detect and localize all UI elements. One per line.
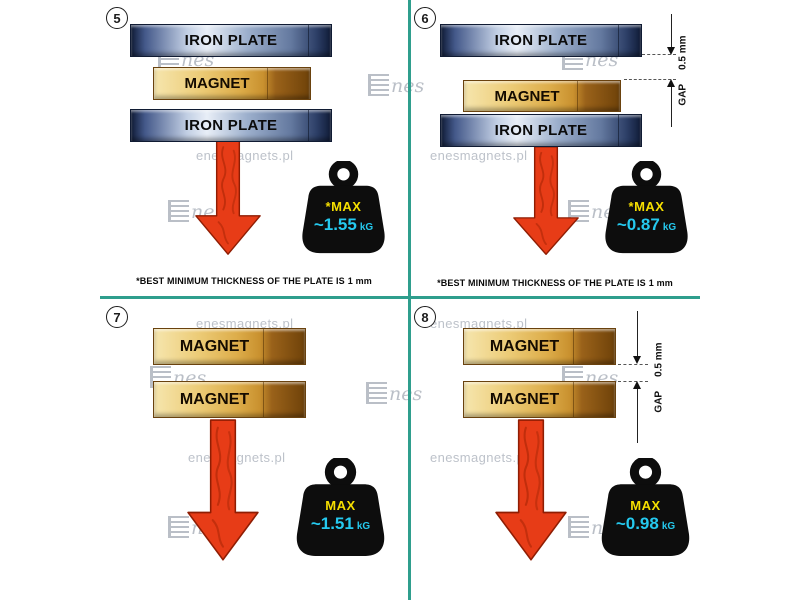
panel-number-badge: 7 (106, 306, 128, 328)
gap-dimension-line (637, 389, 638, 443)
enes-logo-icon (366, 382, 387, 404)
enes-logo-icon (568, 516, 589, 538)
watermark-text: enesmagnets.pl (196, 316, 294, 331)
magnet-bar-bottom: MAGNET (153, 381, 306, 418)
gap-arrow-up-icon (667, 79, 675, 87)
enes-logo-icon (568, 200, 589, 222)
watermark-text: enesmagnets.pl (430, 148, 528, 163)
magnet-bar-top: MAGNET (153, 328, 306, 365)
horizontal-divider (100, 296, 700, 299)
max-label: *MAX (628, 199, 665, 214)
gap-dimension-line (637, 311, 638, 356)
magnet-bar-top: MAGNET (463, 328, 616, 365)
gap-arrow-down-icon (633, 356, 641, 364)
panel-number-badge: 6 (414, 7, 436, 29)
magnet-bar: MAGNET (153, 67, 311, 100)
enes-logo-icon (168, 200, 189, 222)
gap-leader-line (624, 79, 676, 80)
iron-plate-bottom: IRON PLATE (130, 109, 332, 142)
max-label: *MAX (325, 199, 362, 214)
gap-leader-line (618, 364, 648, 365)
enes-logo-icon (368, 74, 389, 96)
force-arrow-down-icon (186, 419, 260, 562)
force-arrow-down-icon (494, 419, 568, 562)
gap-dimension-line (671, 87, 672, 127)
gap-dimension-line (671, 14, 672, 48)
enes-logo: nes (368, 74, 424, 96)
gap-arrow-up-icon (633, 381, 641, 389)
panel-number-badge: 8 (414, 306, 436, 328)
force-arrow-down-icon (512, 146, 580, 256)
gap-arrow-down-icon (667, 47, 675, 55)
vertical-divider (408, 0, 411, 600)
max-label: MAX (325, 498, 356, 514)
watermark-text: enesmagnets.pl (430, 450, 528, 465)
magnet-bar: MAGNET (463, 80, 621, 112)
enes-logo: nes (366, 382, 422, 404)
panel-number-badge: 5 (106, 7, 128, 29)
force-arrow-down-icon (194, 140, 262, 256)
enes-logo-icon (168, 516, 189, 538)
iron-plate-bottom: IRON PLATE (440, 114, 642, 147)
watermark-text: enesmagnets.pl (430, 316, 528, 331)
gap-leader-line (642, 54, 676, 55)
iron-plate-top: IRON PLATE (130, 24, 332, 57)
iron-plate-top: IRON PLATE (440, 24, 642, 57)
max-label: MAX (630, 498, 661, 514)
magnet-bar-bottom: MAGNET (463, 381, 616, 418)
